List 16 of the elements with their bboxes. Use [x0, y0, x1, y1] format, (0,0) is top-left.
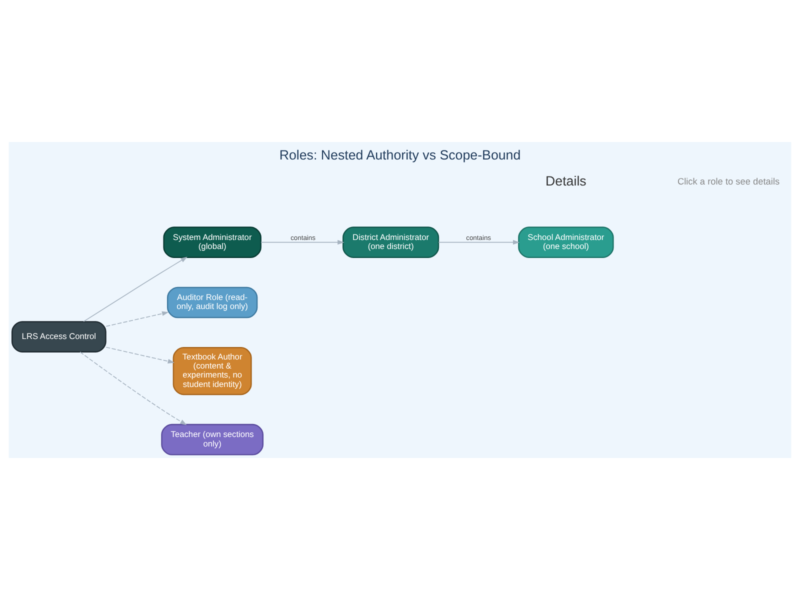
arrow [438, 240, 520, 245]
arrow [106, 311, 169, 327]
arrow [106, 346, 175, 364]
node-box: School Administrator (one school) [518, 226, 614, 258]
node-box: LRS Access Control [11, 321, 106, 352]
node-box: System Administrator (global) [163, 226, 262, 258]
node-box: District Administrator (one district) [342, 226, 440, 258]
diagram-title: Roles: Nested Authority vs Scope-Bound [279, 147, 521, 162]
label: Details [546, 173, 586, 188]
node-box: Textbook Author (content & experiments, no student identity) [172, 347, 252, 396]
label: Click a role to see details [677, 176, 780, 186]
node-box: Teacher (own sections only) [161, 424, 264, 456]
arrow [260, 240, 344, 245]
arrow [80, 352, 187, 426]
node-box: Auditor Role (read-only, audit log only) [166, 286, 258, 318]
arrow [83, 256, 188, 322]
